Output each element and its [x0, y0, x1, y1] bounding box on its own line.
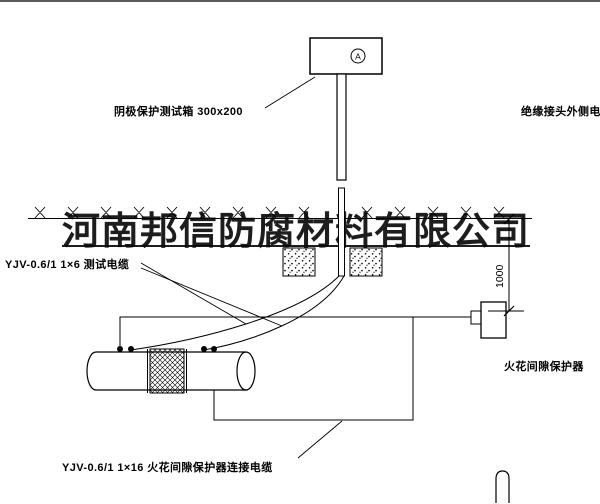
leader-test-cable-1 — [140, 262, 247, 325]
conduit-riser — [336, 73, 347, 277]
company-watermark: 河南邦信防腐材料有限公司 — [62, 208, 531, 253]
cable-connection-dot — [117, 346, 123, 352]
leader-test-box — [264, 76, 316, 109]
concrete-block — [282, 247, 316, 277]
concrete-block — [349, 247, 383, 277]
ammeter-circle — [350, 48, 366, 64]
dimension-line: 1000 — [488, 213, 524, 317]
dimension-ticks — [503, 213, 515, 317]
grass-symbols — [34, 206, 505, 219]
insulating-joint — [149, 348, 185, 394]
pipe-left-cap — [86, 351, 97, 391]
cable-connection-dot — [211, 346, 217, 352]
outer-cable-label: 绝缘接头外侧电缆 — [521, 106, 600, 118]
ammeter-label: A — [355, 51, 361, 61]
cable-connection-dot — [128, 346, 134, 352]
test-cables — [130, 275, 345, 351]
test-cable-right — [203, 275, 345, 351]
spark-gap-protector — [470, 301, 507, 339]
test-cable-left — [130, 275, 340, 351]
riser-detail-symbol — [495, 470, 510, 503]
protector-cable-label: YJV-0.6/1 1×16 火花间隙保护器连接电缆 — [62, 462, 273, 474]
protector-cable-bottom — [213, 317, 414, 421]
leader-lines — [140, 76, 343, 459]
pipe-right-cap — [236, 351, 256, 391]
dimension-text: 1000 — [494, 264, 506, 288]
protector-label: 火花间隙保护器 — [504, 361, 584, 373]
protector-cables — [119, 316, 471, 421]
test-cable-label: YJV-0.6/1 1×6 测试电缆 — [5, 259, 130, 271]
protector-cable-top — [119, 316, 471, 350]
ground-line — [28, 206, 532, 219]
test-box-label: 阴极保护测试箱 300x200 — [114, 106, 243, 118]
cable-connection-dot — [201, 346, 207, 352]
test-box: A — [309, 37, 383, 75]
pipeline — [86, 346, 256, 394]
leader-test-cable-2 — [140, 267, 283, 327]
leader-bottom-cable — [297, 420, 343, 459]
concrete-blocks — [282, 247, 383, 277]
